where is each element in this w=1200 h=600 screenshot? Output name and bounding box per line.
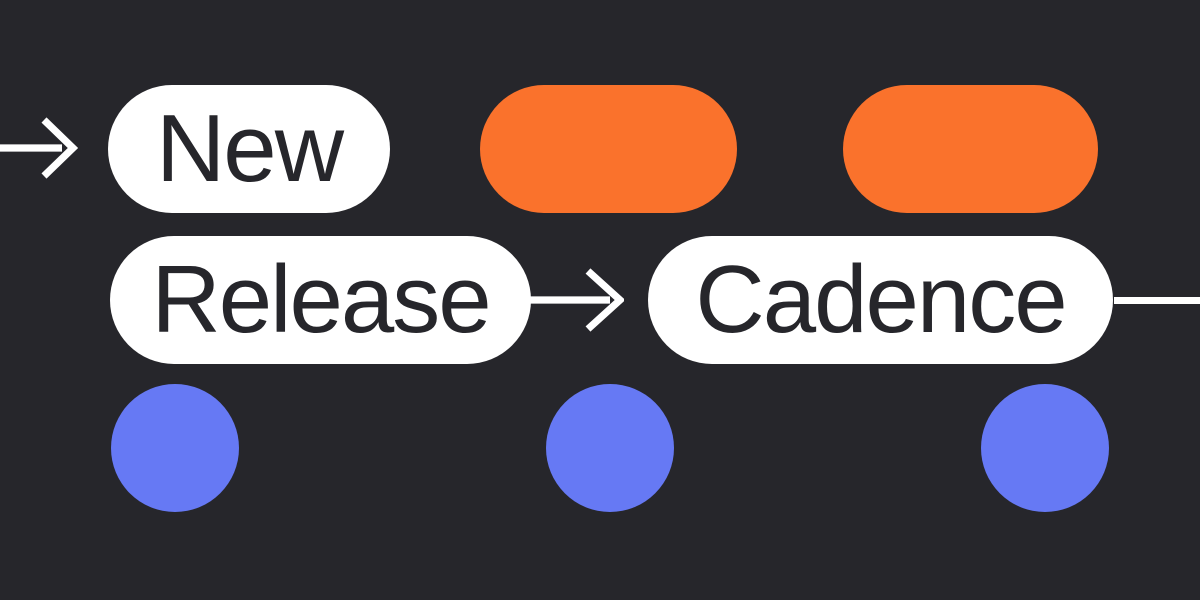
pill-new: New: [108, 85, 390, 213]
pill-release: Release: [110, 236, 531, 364]
orange-pill: [480, 85, 737, 213]
blue-circle: [111, 384, 239, 512]
arrow-right-icon: [0, 117, 78, 179]
pill-cadence: Cadence: [648, 236, 1113, 364]
blue-circle: [981, 384, 1109, 512]
arrow-right-icon: [530, 268, 624, 332]
pill-new-label: New: [155, 95, 344, 202]
pill-cadence-label: Cadence: [695, 246, 1067, 353]
horizontal-line-icon: [1114, 297, 1200, 304]
orange-pill: [843, 85, 1098, 213]
pill-release-label: Release: [151, 246, 491, 353]
blue-circle: [546, 384, 674, 512]
